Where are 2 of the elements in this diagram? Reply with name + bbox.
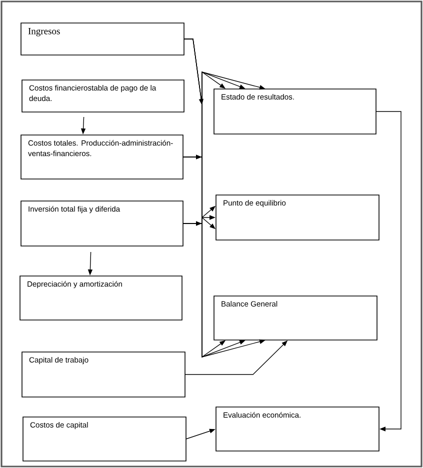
arrow [376, 111, 402, 432]
process-box: Ingresos [20, 22, 184, 56]
